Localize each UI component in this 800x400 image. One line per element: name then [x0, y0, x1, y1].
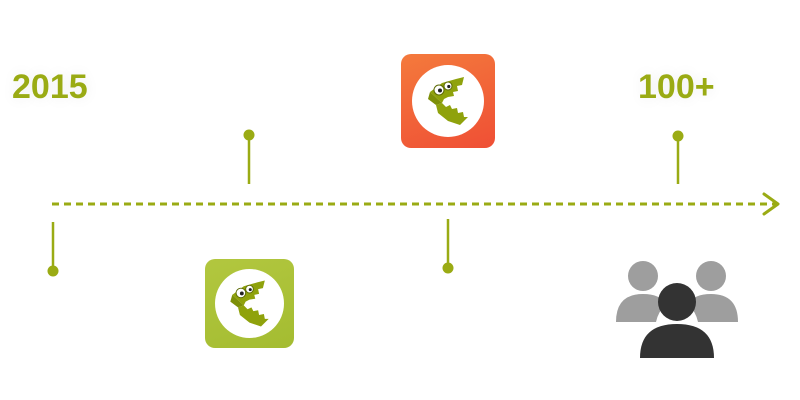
milestone-pin-1 [47, 222, 59, 277]
users-group-icon [616, 261, 738, 358]
app-icon-badge [215, 269, 284, 338]
milestone-pin-2 [243, 129, 255, 184]
crocodile-mascot-icon [428, 77, 468, 125]
arrow-head-icon [762, 192, 780, 216]
app-icon-orange [401, 54, 495, 148]
count-label: 100+ [638, 68, 715, 106]
milestone-pin-4 [672, 130, 684, 184]
start-year-label: 2015 [12, 68, 88, 106]
app-icon-green [205, 259, 294, 348]
milestone-pin-3 [442, 219, 454, 274]
app-icon-badge [412, 65, 484, 137]
crocodile-mascot-icon [230, 280, 269, 327]
